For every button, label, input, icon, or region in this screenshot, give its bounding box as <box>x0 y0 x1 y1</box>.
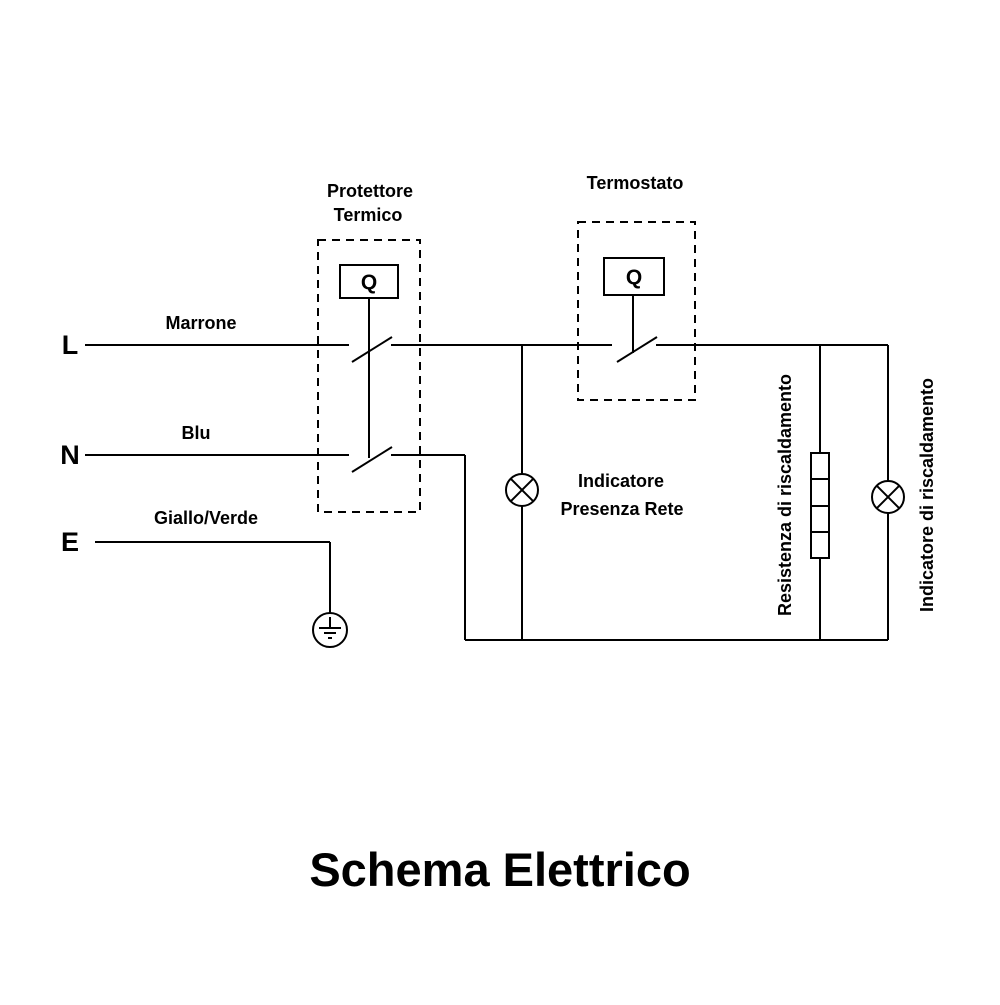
earth-wire-label: Giallo/Verde <box>154 508 258 528</box>
thermostat-dashed-box <box>577 221 696 401</box>
thermal-protector-symbol: Q <box>361 271 377 294</box>
lamp-cross-line <box>875 484 901 510</box>
heating-indicator-label: Indicatore di riscaldamento <box>917 378 937 612</box>
wire-color-labels: Marrone Blu Giallo/Verde <box>154 313 258 528</box>
terminal-neutral-label: N <box>60 440 80 470</box>
thermostat: Q Termostato <box>577 173 696 401</box>
thermal-protector-switch-blade-neutral <box>351 446 393 473</box>
mains-indicator-label-line2: Presenza Rete <box>560 499 683 519</box>
thermostat-label: Termostato <box>587 173 684 193</box>
thermal-protector-label-line2: Termico <box>334 205 403 225</box>
live-wire-label: Marrone <box>165 313 236 333</box>
wires <box>85 344 889 641</box>
terminal-live-label: L <box>62 330 79 360</box>
heating-resistor: Resistenza di riscaldamento <box>775 374 830 616</box>
terminal-earth-label: E <box>61 527 79 557</box>
thermal-protector-dashed-box <box>317 239 421 513</box>
thermostat-q-box <box>603 257 665 296</box>
mains-indicator-lamp: Indicatore Presenza Rete <box>505 471 684 519</box>
terminal-labels: L N E <box>60 330 80 557</box>
page-title: Schema Elettrico <box>309 843 690 896</box>
thermal-protector-q-box <box>339 264 399 299</box>
earth-ground-symbol <box>312 612 348 648</box>
thermal-protector-label-line1: Protettore <box>327 181 413 201</box>
ground-icon <box>312 612 348 648</box>
heating-indicator-lamp: Indicatore di riscaldamento <box>871 378 937 612</box>
heating-resistor-label: Resistenza di riscaldamento <box>775 374 795 616</box>
thermostat-symbol: Q <box>626 266 642 289</box>
thermostat-switch-blade <box>616 336 658 363</box>
thermal-protector-switch-blade-live <box>351 336 393 363</box>
neutral-wire-label: Blu <box>182 423 211 443</box>
lamp-cross-line <box>509 477 535 503</box>
mains-indicator-label-line1: Indicatore <box>578 471 664 491</box>
thermal-protector: Q Protettore Termico <box>317 181 421 513</box>
